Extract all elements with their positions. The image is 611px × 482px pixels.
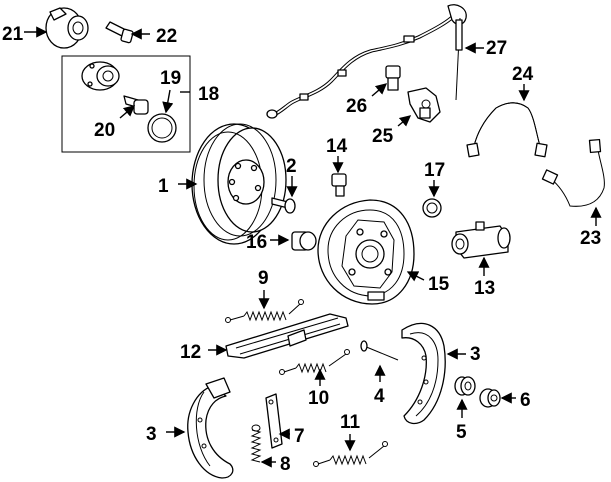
part-27-abs-sensor-wire [266, 4, 467, 119]
callout-9: 9 [258, 268, 269, 289]
part-21-hub-bearing [45, 7, 89, 49]
callout-7: 7 [294, 426, 305, 447]
part-17-plug [422, 198, 442, 218]
callout-16: 16 [246, 232, 267, 253]
part-22-bolt [105, 21, 134, 44]
callout-21: 21 [2, 24, 24, 45]
callout-labels: 21 22 18 19 20 27 24 26 25 14 2 17 1 23 … [2, 24, 601, 475]
part-14-bleeder-screw [331, 173, 347, 197]
part-4-hold-down-pin [360, 340, 399, 361]
part-11-spring [313, 441, 388, 467]
callout-25: 25 [372, 126, 394, 147]
callout-11: 11 [340, 412, 361, 433]
callout-4: 4 [374, 386, 385, 407]
callout-10: 10 [308, 388, 329, 409]
callout-8: 8 [280, 454, 291, 475]
part-23-brake-line [541, 138, 605, 207]
leader-lines [24, 26, 602, 468]
callout-15: 15 [428, 274, 450, 295]
part-13-wheel-cylinder [451, 221, 511, 259]
part-19-dust-cap [147, 113, 177, 143]
part-3-brake-shoe-left [187, 377, 234, 479]
callout-20: 20 [94, 120, 115, 141]
part-3-brake-shoe-right [401, 322, 446, 425]
part-2-bolt [271, 197, 296, 214]
callout-27: 27 [486, 38, 507, 59]
callout-18: 18 [198, 84, 219, 105]
part-9-spring [225, 299, 304, 323]
callout-3-right: 3 [470, 344, 481, 365]
part-16-cap [291, 231, 317, 251]
part-18-hub-flange [81, 61, 120, 91]
part-25-sensor-bracket [407, 87, 441, 123]
callout-3-left: 3 [146, 424, 157, 445]
callout-1: 1 [158, 176, 169, 197]
callout-6: 6 [520, 390, 531, 411]
part-8-spring [250, 424, 262, 463]
part-12-adjuster-strut [225, 313, 349, 359]
callout-14: 14 [326, 136, 348, 157]
part-18-kit-box [61, 55, 191, 153]
part-15-backing-plate [317, 199, 415, 305]
callout-19: 19 [160, 68, 181, 89]
part-24-brake-hose [466, 102, 548, 158]
callout-2: 2 [286, 156, 297, 177]
callout-23: 23 [580, 228, 601, 249]
callout-5: 5 [456, 422, 467, 443]
part-5-spring-cup [454, 376, 476, 396]
callout-13: 13 [474, 278, 495, 299]
callout-12: 12 [180, 342, 201, 363]
part-7-parking-lever [265, 393, 283, 449]
part-26-bolt [385, 65, 401, 91]
part-6-retainer [479, 388, 501, 408]
callout-22: 22 [156, 26, 177, 47]
part-10-spring [279, 349, 350, 375]
callout-26: 26 [346, 96, 367, 117]
part-1-brake-drum [191, 123, 287, 245]
callout-17: 17 [424, 160, 445, 181]
callout-24: 24 [512, 64, 534, 85]
